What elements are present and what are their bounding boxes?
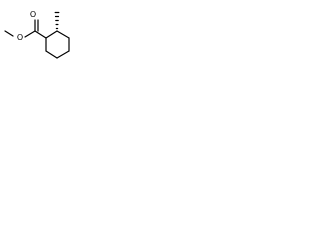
ring-to-carbonyl-wedge-bond bbox=[34, 30, 47, 39]
ring-bond-4 bbox=[56, 50, 70, 59]
ester-oxygen-to-methyl-bond bbox=[4, 30, 14, 37]
cyclohexane-ring bbox=[45, 30, 70, 59]
ring-bond-1 bbox=[45, 30, 58, 39]
ester-oxygen-label: O bbox=[17, 33, 23, 42]
ring-bond-2 bbox=[56, 30, 70, 39]
ring-bond-5 bbox=[45, 50, 58, 59]
carbonyl-to-ester-oxygen-bond bbox=[24, 30, 36, 38]
methyl-substituent bbox=[54, 11, 60, 30]
carbonyl-oxygen-label: O bbox=[30, 10, 36, 19]
molecule-diagram: O O bbox=[4, 10, 70, 59]
ester-group bbox=[4, 19, 47, 39]
